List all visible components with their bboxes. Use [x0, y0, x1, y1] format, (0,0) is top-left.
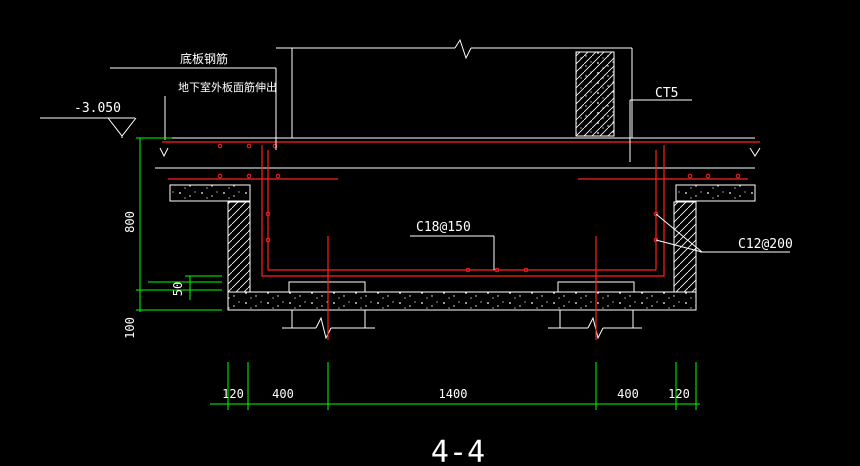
rebar-dots	[217, 143, 741, 273]
upper-wall	[276, 38, 633, 138]
dim-vertical-50: 50	[171, 282, 185, 296]
dim-120-right: 120	[668, 387, 690, 401]
elevation-marker	[40, 117, 137, 138]
dim-vertical-100: 100	[123, 317, 137, 339]
dim-400-left: 400	[272, 387, 294, 401]
label-ct5: CT5	[655, 86, 678, 101]
dim-1400: 1400	[439, 387, 468, 401]
label-exterior-slab-rebar: 地下室外板面筋伸出	[178, 80, 277, 94]
rebar	[162, 141, 760, 340]
dimension-lines	[136, 137, 700, 410]
label-c12: C12@200	[738, 237, 793, 252]
label-c18: C18@150	[416, 220, 471, 235]
floor-slab	[155, 137, 761, 169]
dim-120-left: 120	[222, 387, 244, 401]
section-title: 4-4	[431, 435, 485, 466]
pit-structure	[169, 184, 756, 340]
dim-vertical-800: 800	[123, 211, 137, 233]
leader-lines	[110, 67, 790, 270]
label-elevation: -3.050	[74, 101, 121, 116]
label-bottom-slab-rebar: 底板钢筋	[180, 51, 228, 66]
dim-400-right: 400	[617, 387, 639, 401]
